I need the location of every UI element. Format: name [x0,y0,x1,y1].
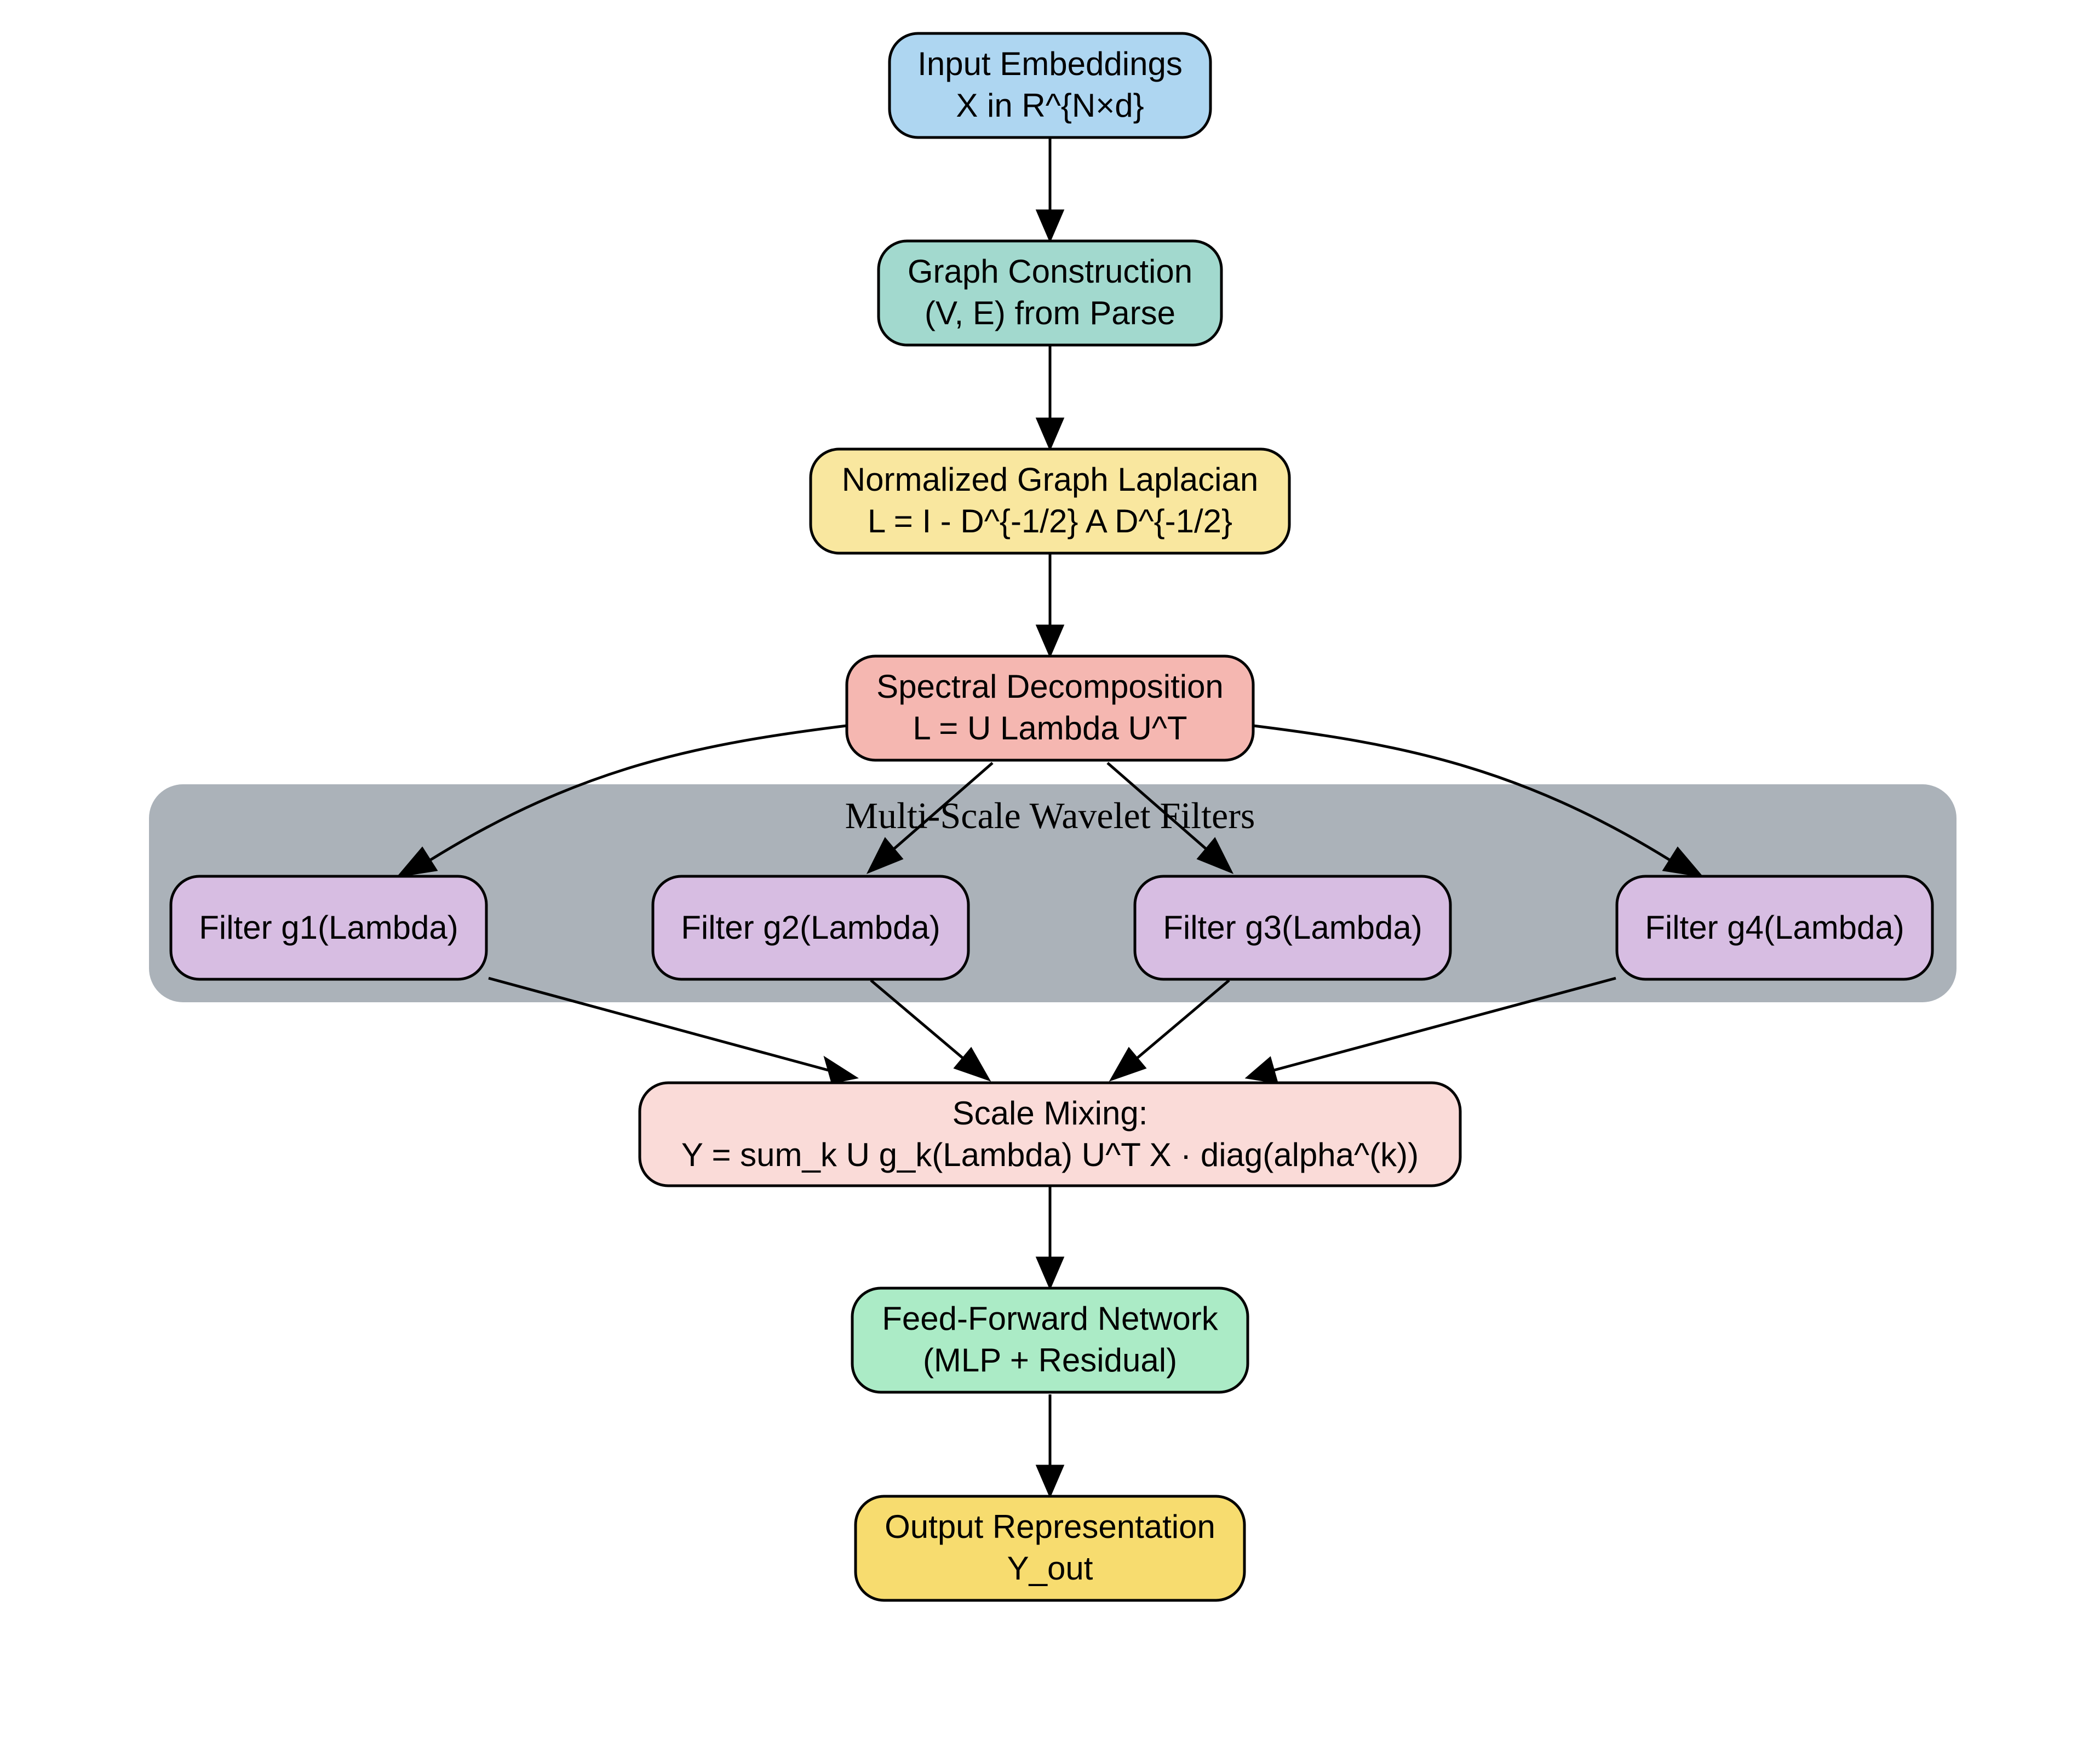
arrowhead-mixing-to-ffn [1035,1256,1065,1290]
edge-spectral-to-filter-1 [429,724,847,862]
arrowhead-spectral-to-filter-4 [1662,846,1704,878]
edge-filter-1-to-mixing [488,977,829,1072]
node-graph-subtitle: (V, E) from Parse [925,295,1175,331]
node-graph-construction: Graph Construction (V, E) from Parse [877,239,1223,347]
node-input-embeddings: Input Embeddings X in R^{N×d} [888,32,1212,139]
arrowhead-input-to-graph [1035,209,1065,243]
node-filter-4: Filter g4(Lambda) [1615,875,1934,981]
nodes: Input Embeddings X in R^{N×d} Graph Cons… [169,32,1934,1602]
node-ffn-title: Feed-Forward Network [882,1300,1219,1337]
arrowhead-spectral-to-filter-2 [866,837,904,874]
arrowhead-spectral-to-filter-3 [1196,837,1234,874]
cluster-title: Multi-Scale Wavelet Filters [845,795,1255,836]
node-laplacian-box [809,447,1291,555]
arrowhead-graph-to-laplacian [1035,417,1065,451]
node-filter-1-label: Filter g1(Lambda) [199,909,458,946]
node-input-title: Input Embeddings [917,45,1183,82]
node-normalized-laplacian: Normalized Graph Laplacian L = I - D^{-1… [809,447,1291,555]
node-output-representation: Output Representation Y_out [854,1495,1246,1602]
node-output-title: Output Representation [885,1508,1215,1545]
node-filter-2: Filter g2(Lambda) [651,875,970,981]
node-laplacian-formula: L = I - D^{-1/2} A D^{-1/2} [868,503,1232,539]
node-filter-4-box [1615,875,1934,981]
node-spectral-formula: L = U Lambda U^T [913,710,1187,746]
wavelet-filters-cluster [149,784,1956,1002]
node-input-formula: X in R^{N×d} [956,87,1144,124]
edge-spectral-to-filter-2 [893,762,994,850]
node-graph-box [877,239,1223,347]
arrowhead-spectral-to-filter-1 [396,846,438,878]
arrowhead-laplacian-to-spectral [1035,624,1065,658]
node-ffn-box [851,1287,1249,1394]
arrowhead-ffn-to-output [1035,1465,1065,1498]
arrowhead-filter-4-to-mixing [1244,1056,1279,1084]
node-mixing-title: Scale Mixing: [953,1095,1148,1132]
node-graph-title: Graph Construction [908,253,1192,290]
node-mixing-box [638,1081,1462,1187]
node-scale-mixing: Scale Mixing: Y = sum_k U g_k(Lambda) U^… [638,1081,1462,1187]
arrowhead-filter-3-to-mixing [1109,1047,1147,1082]
node-spectral-title: Spectral Decomposition [876,668,1224,705]
node-feed-forward: Feed-Forward Network (MLP + Residual) [851,1287,1249,1394]
node-filter-1: Filter g1(Lambda) [169,875,488,981]
node-filter-2-label: Filter g2(Lambda) [681,909,940,946]
node-filter-3: Filter g3(Lambda) [1133,875,1452,981]
node-filter-1-box [169,875,488,981]
node-output-box [854,1495,1246,1602]
node-filter-4-label: Filter g4(Lambda) [1645,909,1904,946]
node-input-box [888,32,1212,139]
node-laplacian-title: Normalized Graph Laplacian [842,461,1258,498]
node-spectral-decomposition: Spectral Decomposition L = U Lambda U^T [845,654,1255,762]
edge-filter-3-to-mixing [1136,979,1230,1059]
edge-spectral-to-filter-4 [1253,724,1671,862]
edges [396,139,1704,1498]
node-filter-3-box [1133,875,1452,981]
node-filter-2-box [651,875,970,981]
node-output-subtitle: Y_out [1007,1550,1093,1587]
edge-filter-2-to-mixing [870,979,964,1059]
edge-spectral-to-filter-3 [1106,762,1207,850]
node-ffn-subtitle: (MLP + Residual) [923,1342,1177,1379]
cluster-background [149,784,1956,1002]
arrowhead-filter-2-to-mixing [953,1047,991,1082]
node-spectral-box [845,654,1255,762]
arrowhead-filter-1-to-mixing [823,1055,859,1084]
edge-filter-4-to-mixing [1273,977,1616,1072]
node-filter-3-label: Filter g3(Lambda) [1163,909,1422,946]
node-mixing-formula: Y = sum_k U g_k(Lambda) U^T X · diag(alp… [681,1136,1419,1173]
